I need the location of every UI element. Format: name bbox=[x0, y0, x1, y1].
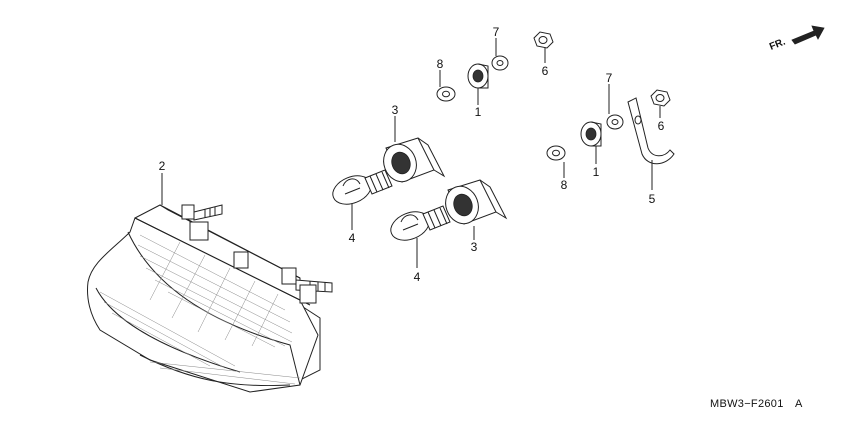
callout-6-lower: 6 bbox=[658, 119, 665, 133]
callout-8-lower: 8 bbox=[561, 178, 568, 192]
callout-1-lower: 1 bbox=[593, 165, 600, 179]
socket-upper bbox=[383, 137, 446, 183]
diagram-code: MBW3−F2601 bbox=[710, 398, 784, 410]
socket-lower bbox=[445, 179, 508, 225]
callout-7-lower: 7 bbox=[606, 71, 613, 85]
leader-lines bbox=[161, 38, 661, 268]
nut-lower bbox=[650, 89, 671, 107]
forward-label: FR. bbox=[768, 36, 787, 52]
forward-arrow-icon bbox=[791, 25, 825, 45]
grommet-lower bbox=[580, 121, 602, 147]
tail-light-housing bbox=[87, 204, 333, 393]
callout-3-upper: 3 bbox=[392, 103, 399, 117]
bulb-lower bbox=[390, 205, 451, 241]
collar-upper bbox=[491, 55, 509, 71]
callout-3-lower: 3 bbox=[471, 240, 478, 254]
washer-upper bbox=[436, 86, 456, 102]
callout-4-lower: 4 bbox=[414, 270, 421, 284]
grommet-upper bbox=[467, 63, 489, 89]
forward-direction-indicator: FR. bbox=[768, 25, 825, 53]
stay-bracket bbox=[627, 97, 675, 165]
callout-4-upper: 4 bbox=[349, 231, 356, 245]
callout-5: 5 bbox=[649, 192, 656, 206]
collar-lower bbox=[606, 114, 624, 130]
washer-lower bbox=[546, 145, 566, 161]
bulb-upper bbox=[332, 169, 393, 205]
callout-8-upper: 8 bbox=[437, 57, 444, 71]
callout-1-upper: 1 bbox=[475, 105, 482, 119]
diagram-code-suffix: A bbox=[795, 398, 803, 410]
callout-2: 2 bbox=[159, 159, 166, 173]
callout-7-upper: 7 bbox=[493, 25, 500, 39]
callout-6-upper: 6 bbox=[542, 64, 549, 78]
nut-upper bbox=[533, 31, 554, 49]
